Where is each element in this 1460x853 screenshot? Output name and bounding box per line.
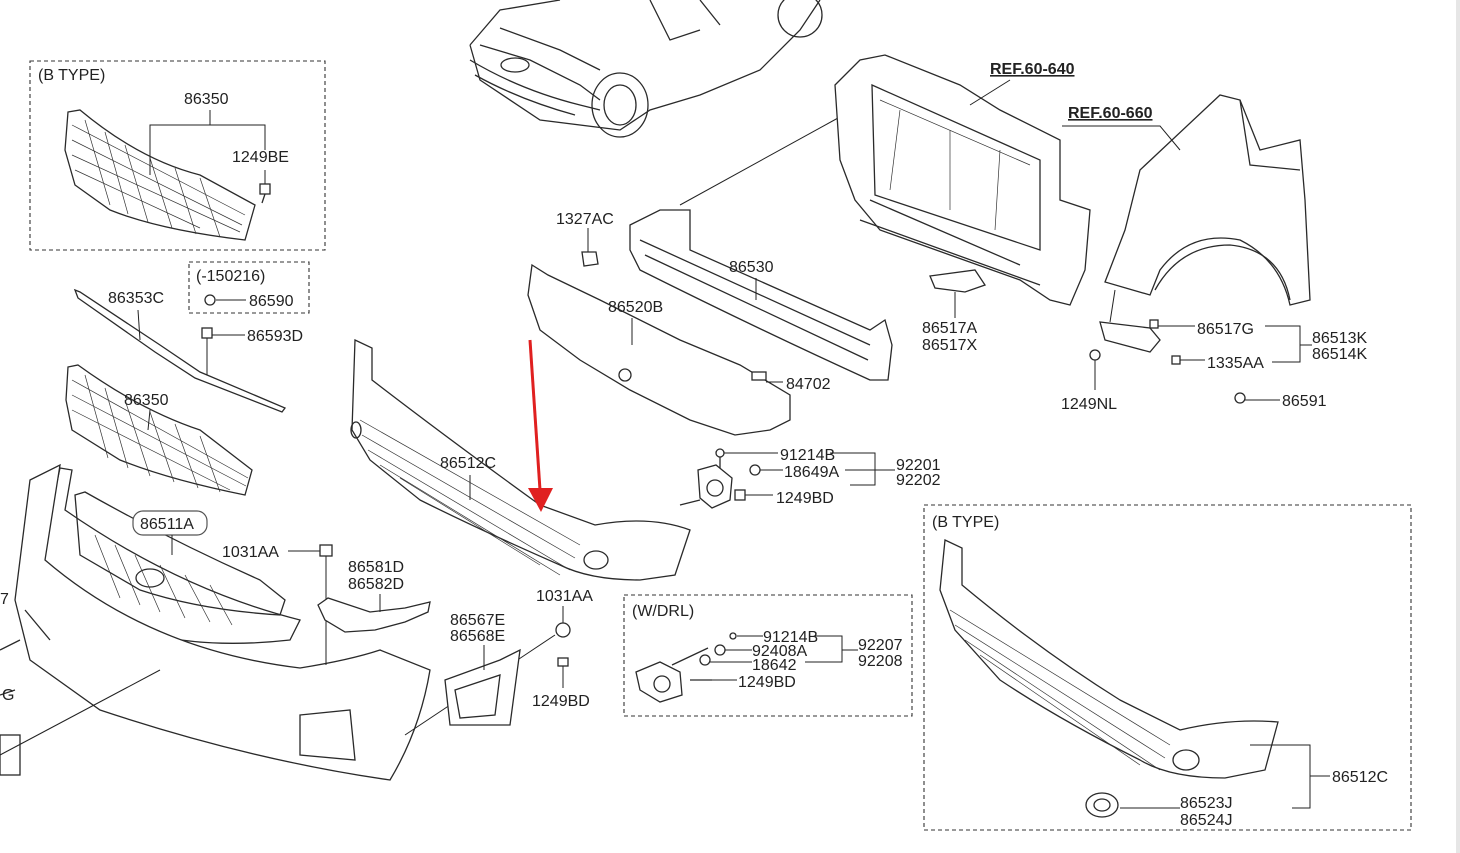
label-1031AA-b: 1031AA <box>536 588 593 605</box>
label-1249NL: 1249NL <box>1061 396 1117 413</box>
part-86581D: 86581D 86582D <box>317 559 431 633</box>
label-86512C-b: 86512C <box>1332 769 1388 786</box>
label-86593D: 86593D <box>247 328 303 345</box>
label-1031AA: 1031AA <box>222 544 279 561</box>
label-86517X: 86517X <box>922 337 977 354</box>
label-86511A: 86511A <box>140 516 194 533</box>
label-86353C: 86353C <box>108 290 164 307</box>
radiator-support: REF.60-640 <box>834 54 1091 306</box>
label-86524J: 86524J <box>1180 812 1233 829</box>
part-1031AA-a: 1031AA <box>222 544 333 665</box>
part-86567E: 86567E 86568E <box>444 612 521 726</box>
car-illustration <box>469 0 823 138</box>
red-arrow <box>528 339 553 512</box>
label-92207: 92207 <box>858 637 903 654</box>
w-drl-box: (W/DRL) 91214B 92408A 18642 92207 92208 … <box>623 594 913 717</box>
label-18642: 18642 <box>752 657 797 674</box>
b-type-grille-box: (B TYPE) 86350 1249BE <box>29 60 326 251</box>
fender: REF.60-660 <box>1062 94 1311 306</box>
label-92208: 92208 <box>858 653 903 670</box>
part-86530: 86530 <box>629 117 893 381</box>
label-1249BD-c: 1249BD <box>738 674 796 691</box>
label-86512C: 86512C <box>440 455 496 472</box>
label-1249BE: 1249BE <box>232 149 289 166</box>
label-1249BD-b: 1249BD <box>532 693 590 710</box>
b-type-lower-box: (B TYPE) 86512C 86523J 86524J <box>923 504 1412 831</box>
part-86593D: 86593D <box>201 327 303 375</box>
label-1335AA: 1335AA <box>1207 355 1264 372</box>
label-86520B: 86520B <box>608 299 663 316</box>
fog-lamp-assembly: 91214B 18649A 92201 92202 1249BD <box>679 447 941 509</box>
part-86520B: 86520B <box>527 263 791 436</box>
box-label-b-type: (B TYPE) <box>38 67 105 84</box>
box-label-date: (-150216) <box>196 268 265 285</box>
label-91214B-b: 91214B <box>763 629 818 646</box>
fender-bracket-group: 1249NL 86517G 1335AA 86513K 86514K 86591 <box>1061 289 1367 413</box>
part-86350-mid: 86350 <box>65 364 253 496</box>
box-label-w-drl: (W/DRL) <box>632 603 694 620</box>
label-86590: 86590 <box>249 293 294 310</box>
label-1327AC: 1327AC <box>556 211 614 228</box>
ref-60-660[interactable]: REF.60-660 <box>1068 105 1153 122</box>
part-84702: 84702 <box>751 371 831 393</box>
label-92201: 92201 <box>896 457 941 474</box>
box-label-b-type-lower: (B TYPE) <box>932 514 999 531</box>
label-92202: 92202 <box>896 472 941 489</box>
part-1031AA-b: 1031AA <box>404 588 593 736</box>
label-86582D: 86582D <box>348 576 404 593</box>
label-86517A: 86517A <box>922 320 977 337</box>
label-1249BD: 1249BD <box>776 490 834 507</box>
date-note-box: (-150216) 86590 <box>188 261 310 314</box>
label-86514K: 86514K <box>1312 346 1367 363</box>
label-86530: 86530 <box>729 259 774 276</box>
part-1327AC: 1327AC <box>556 211 614 267</box>
label-86517G: 86517G <box>1197 321 1254 338</box>
label-86581D: 86581D <box>348 559 404 576</box>
label-86591: 86591 <box>1282 393 1327 410</box>
ref-60-640[interactable]: REF.60-640 <box>990 61 1075 78</box>
scrollbar[interactable] <box>1456 0 1460 853</box>
label-edge-G: G <box>2 687 14 704</box>
label-18649A: 18649A <box>784 464 839 481</box>
part-86512C: 86512C <box>350 338 691 581</box>
label-86523J: 86523J <box>1180 795 1233 812</box>
label-92408A: 92408A <box>752 643 807 660</box>
part-86517A: 86517A 86517X <box>922 269 987 354</box>
label-84702: 84702 <box>786 376 831 393</box>
label-86568E: 86568E <box>450 628 505 645</box>
label-edge-7: 7 <box>0 591 9 608</box>
part-1249BD-b: 1249BD <box>532 657 590 710</box>
label-86350: 86350 <box>184 91 229 108</box>
label-86513K: 86513K <box>1312 330 1367 347</box>
label-86567E: 86567E <box>450 612 505 629</box>
front-bumper-cover: 86511A 7 G <box>0 463 431 781</box>
label-86350-mid: 86350 <box>124 392 169 409</box>
label-91214B: 91214B <box>780 447 835 464</box>
part-86353C: 86353C <box>73 288 287 413</box>
